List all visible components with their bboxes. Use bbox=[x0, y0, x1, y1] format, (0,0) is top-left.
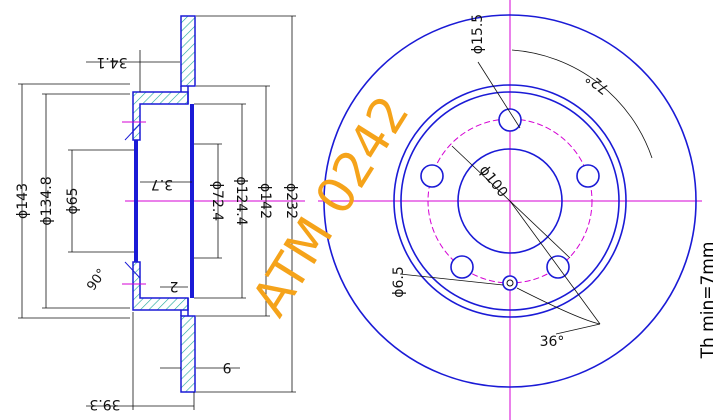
dim-d142: ϕ142 bbox=[257, 183, 273, 219]
dim-d72-4: ϕ72.4 bbox=[209, 181, 225, 222]
dim-a90: 90° bbox=[84, 266, 110, 293]
dim-d100: ϕ100 bbox=[476, 162, 511, 200]
section-view: ϕ143 ϕ134.8 ϕ65 ϕ72.4 ϕ124.4 ϕ142 ϕ232 3… bbox=[15, 15, 305, 412]
bolt-hole-1 bbox=[498, 108, 522, 132]
dim-d124-4: ϕ124.4 bbox=[233, 176, 249, 225]
bolt-hole-5 bbox=[420, 164, 444, 188]
hat-bottom-section bbox=[132, 261, 189, 311]
dim-h2: 2 bbox=[170, 278, 179, 294]
locating-hole bbox=[502, 275, 518, 291]
disc-ring-inner-2 bbox=[400, 91, 620, 311]
dim-h3-7: 3.7 bbox=[151, 176, 173, 192]
hat-top-section bbox=[132, 91, 189, 141]
dim-d65: ϕ65 bbox=[65, 187, 81, 214]
center-bore bbox=[457, 148, 563, 254]
bolt-hole-2 bbox=[576, 164, 600, 188]
dim-a36: 36° bbox=[540, 334, 565, 350]
bolt-hole-4 bbox=[450, 255, 474, 279]
dim-d6-5: ϕ6.5 bbox=[391, 266, 407, 298]
dim-h39-3: 39.3 bbox=[89, 396, 120, 412]
lower-ring-section bbox=[180, 315, 196, 393]
dim-h9: 9 bbox=[223, 359, 232, 375]
dim-d134-8: ϕ134.8 bbox=[39, 176, 55, 225]
disc-ring-inner-1 bbox=[393, 84, 627, 318]
upper-ring-section bbox=[180, 15, 196, 87]
dim-d143: ϕ143 bbox=[15, 183, 31, 219]
face-view: ϕ15.5 72° ϕ100 ϕ6.5 36° bbox=[318, 0, 702, 420]
dim-d232: ϕ232 bbox=[283, 183, 299, 219]
min-thickness-note: Th min=7mm bbox=[698, 242, 718, 360]
dim-d15-5: ϕ15.5 bbox=[470, 14, 486, 54]
dim-h34-1: 34.1 bbox=[96, 54, 127, 70]
disc-outer bbox=[323, 14, 697, 388]
dim-a72: 72° bbox=[583, 69, 612, 97]
